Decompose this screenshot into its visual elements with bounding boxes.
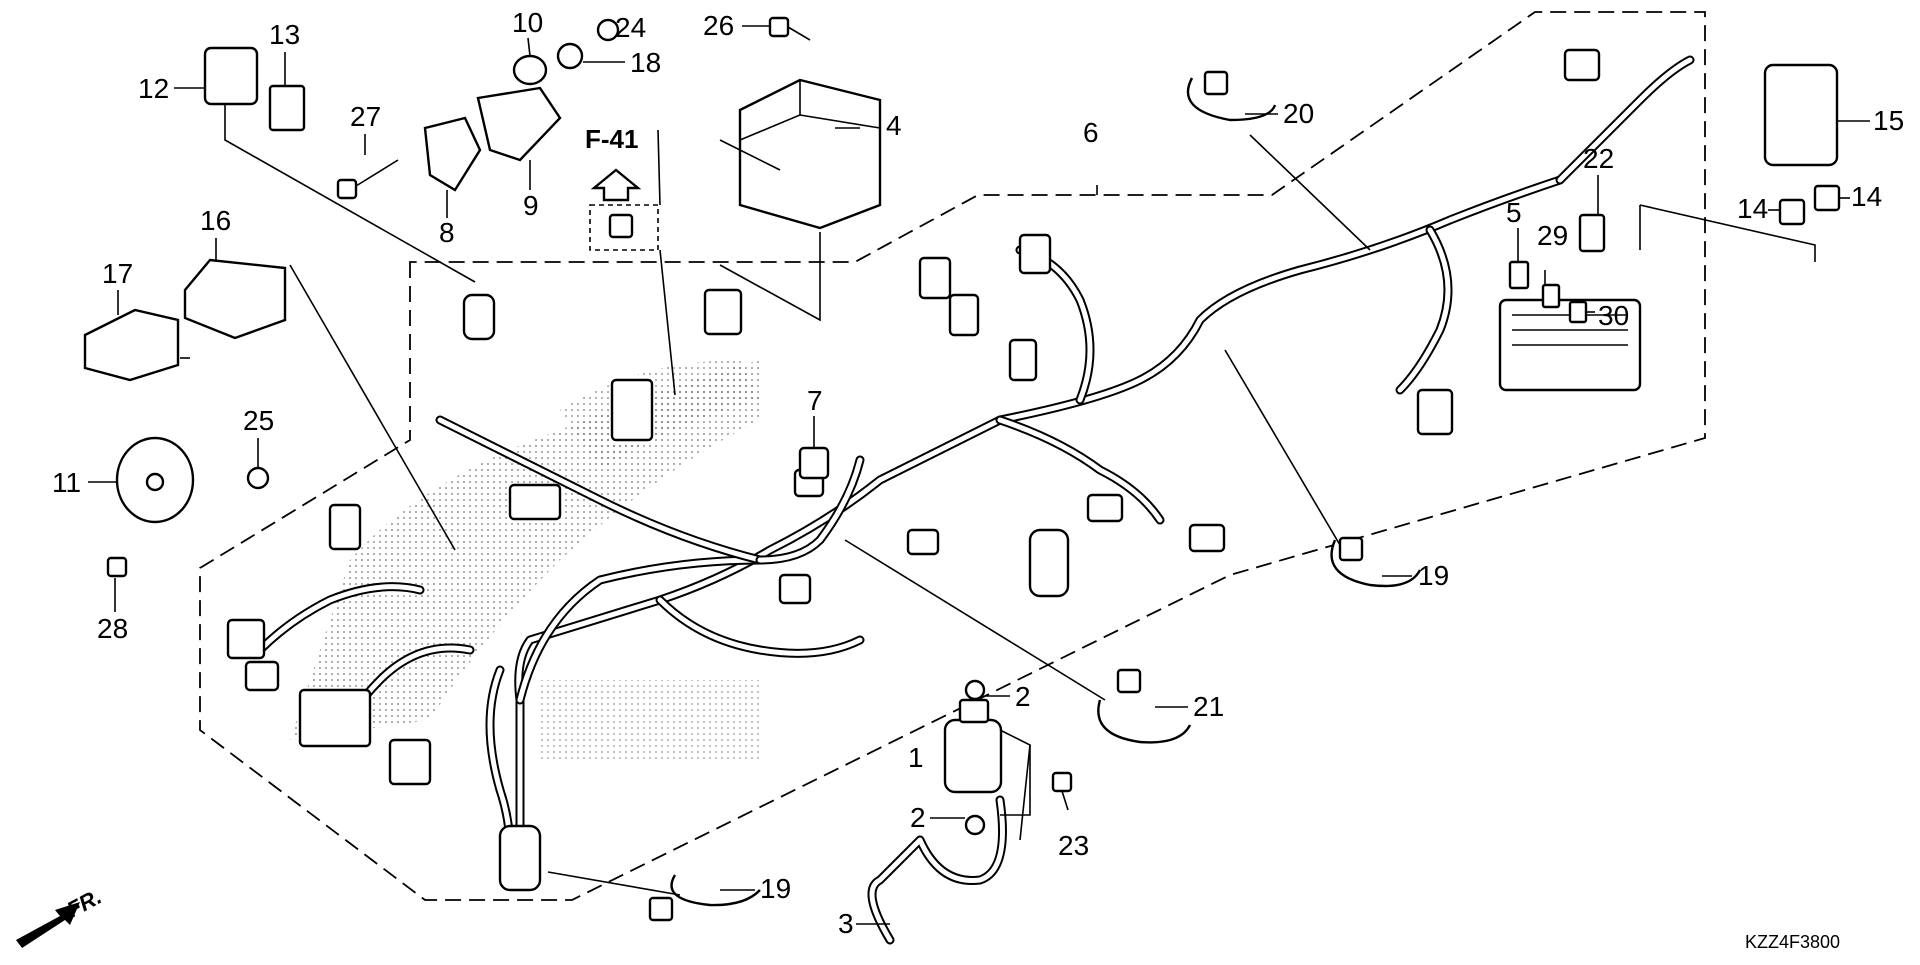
callout-29: 29: [1537, 220, 1568, 251]
assembly-outlines: [199, 11, 1706, 901]
leader-lines: [180, 105, 1816, 896]
callout-9: 9: [523, 190, 539, 221]
callout-21: 21: [1193, 691, 1224, 722]
callout-2b: 2: [910, 802, 926, 833]
callout-26: 26: [703, 10, 734, 41]
callout-30: 30: [1598, 300, 1629, 331]
callout-14b: 14: [1851, 181, 1882, 212]
loose-parts: [16, 16, 1841, 948]
callout-18: 18: [630, 47, 661, 78]
callout-19a: 19: [1418, 560, 1449, 591]
callout-11: 11: [52, 467, 81, 498]
callout-22: 22: [1583, 143, 1614, 174]
callout-8: 8: [439, 217, 455, 248]
callout-14a: 14: [1737, 193, 1768, 224]
callout-7: 7: [807, 385, 823, 416]
callout-17: 17: [102, 258, 133, 289]
reference-label: F-41: [585, 124, 638, 154]
callout-19b: 19: [760, 873, 791, 904]
callout-25: 25: [243, 405, 274, 436]
callout-23: 23: [1058, 830, 1089, 861]
callout-2a: 2: [1015, 681, 1031, 712]
callout-15: 15: [1873, 105, 1904, 136]
callout-3: 3: [838, 908, 854, 939]
callout-4: 4: [886, 110, 902, 141]
callout-10: 10: [512, 7, 543, 38]
callout-27: 27: [350, 101, 381, 132]
callout-13: 13: [269, 19, 300, 50]
callout-28: 28: [97, 613, 128, 644]
callout-6: 6: [1083, 117, 1099, 148]
diagram-code: KZZ4F3800: [1745, 932, 1840, 952]
callout-24: 24: [615, 12, 646, 43]
callout-1: 1: [908, 742, 924, 773]
callout-5: 5: [1506, 197, 1522, 228]
callout-labels: 1 2 2 3 4 5 6 7 8 9 10 11 12 13 14 14 15…: [52, 7, 1904, 939]
callout-20: 20: [1283, 98, 1314, 129]
callout-16: 16: [200, 205, 231, 236]
watermark-logo: [290, 360, 760, 760]
callout-12: 12: [138, 73, 169, 104]
